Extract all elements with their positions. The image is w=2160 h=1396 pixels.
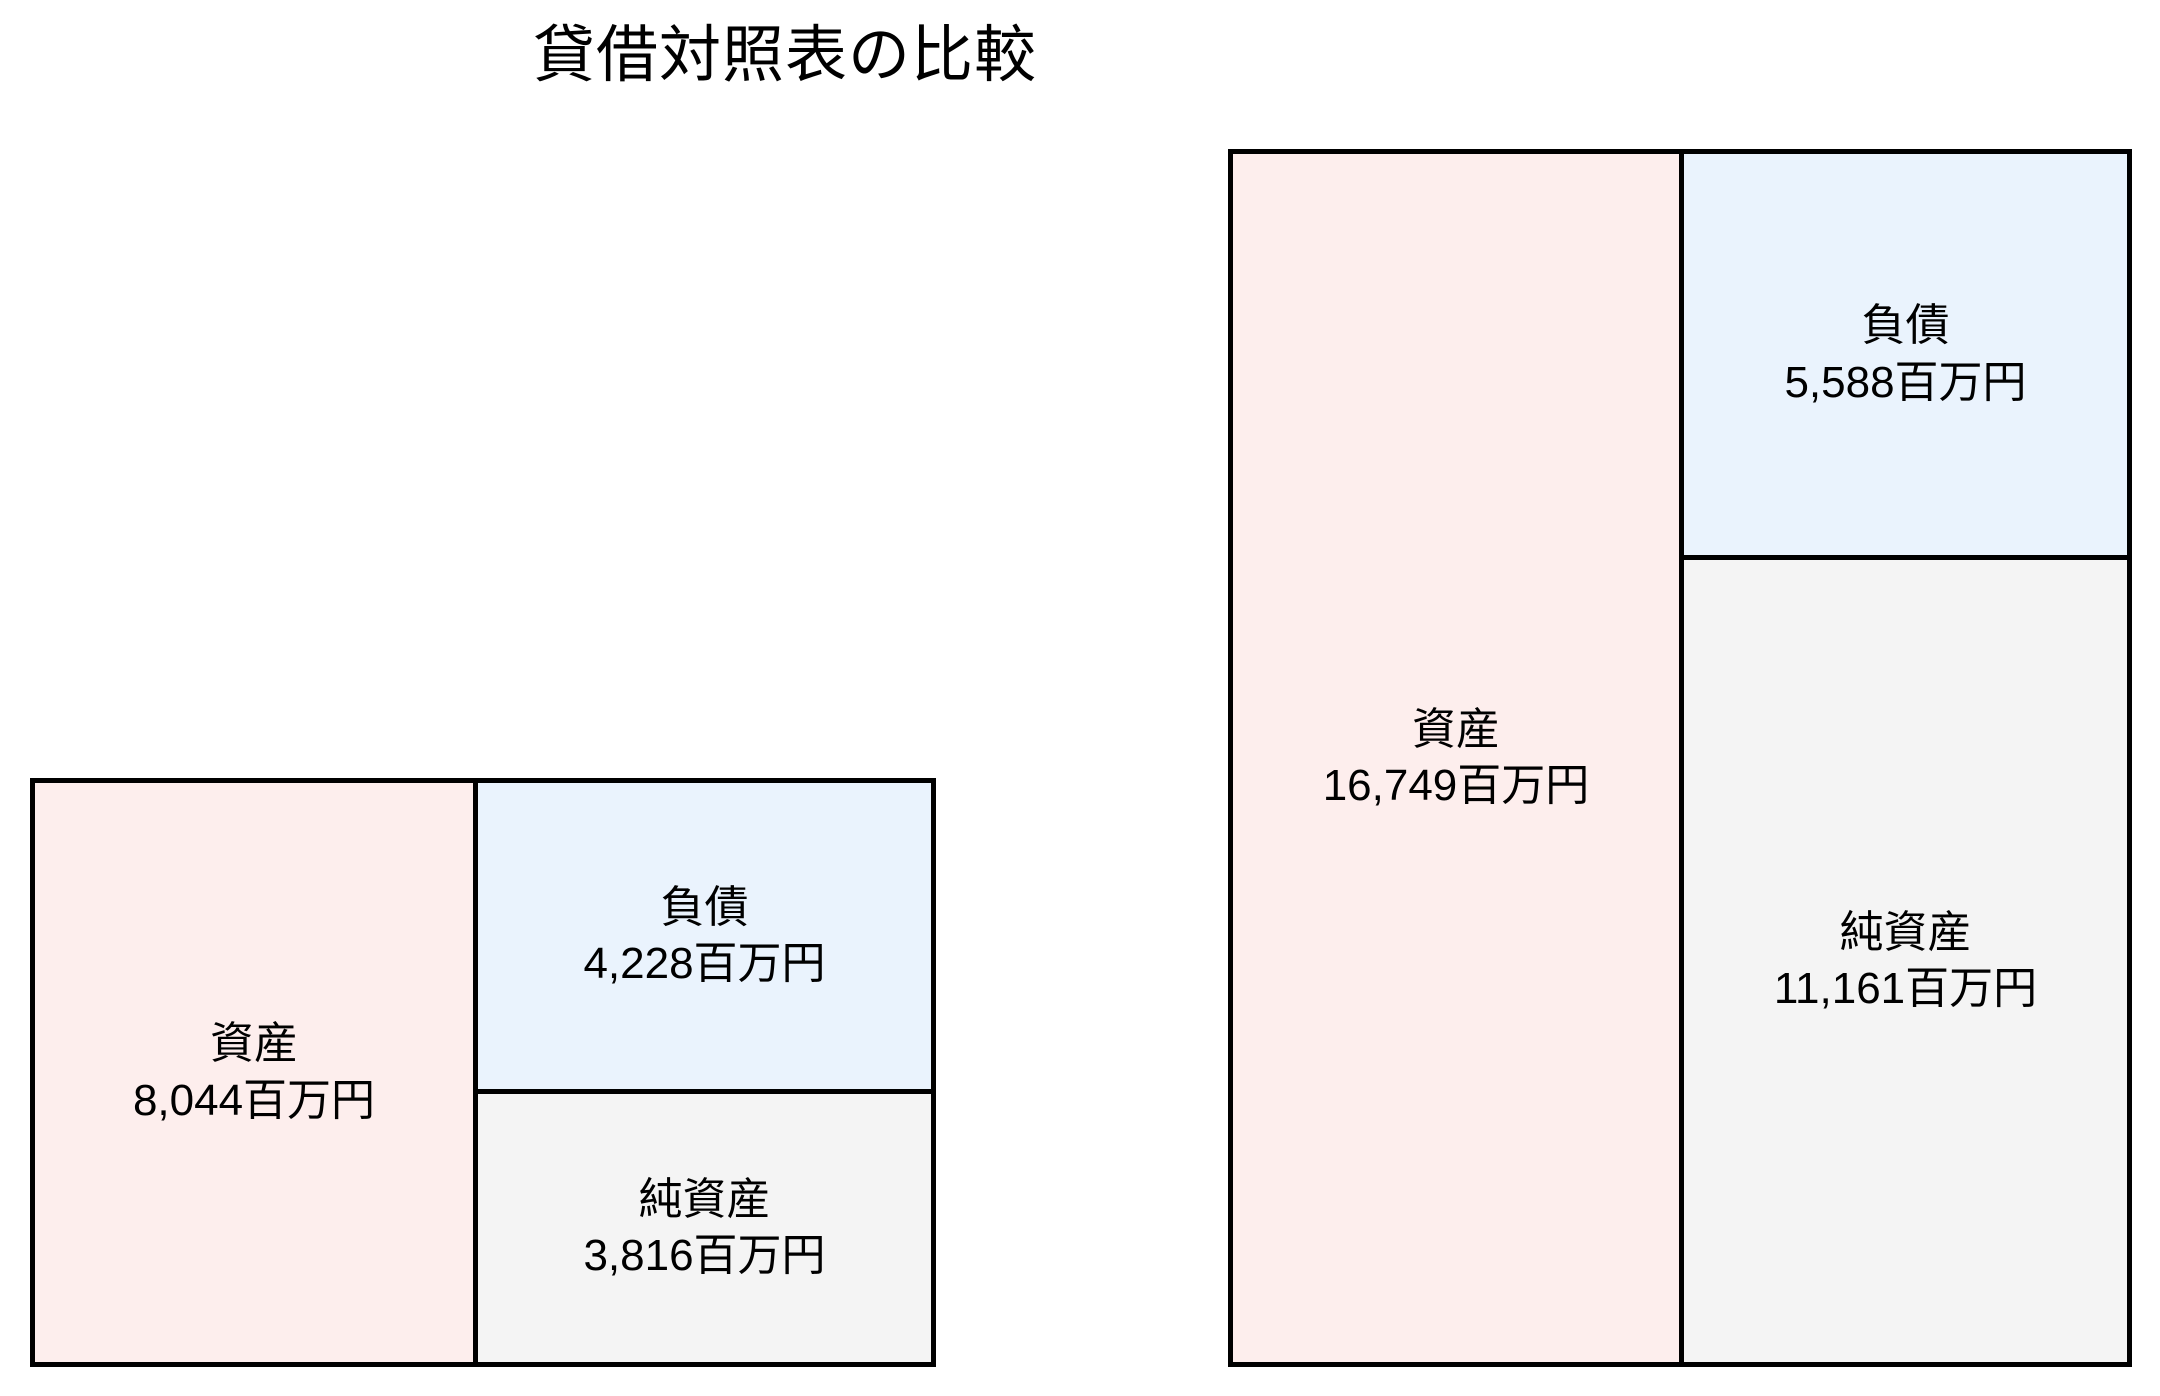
right-asset-box[interactable]: 資産 16,749百万円: [1228, 149, 1684, 1367]
right-asset-name: 資産: [1411, 704, 1500, 754]
left-networth-value: 3,816百万円: [583, 1231, 826, 1280]
right-networth-name: 純資産: [1839, 907, 1972, 957]
right-liability-box[interactable]: 負債 5,588百万円: [1679, 149, 2132, 560]
left-asset-name: 資産: [209, 1019, 298, 1069]
left-liability-value: 4,228百万円: [583, 939, 826, 988]
right-asset-value: 16,749百万円: [1322, 761, 1590, 810]
balance-sheet-left: 資産 8,044百万円 負債 4,228百万円 純資産 3,816百万円: [30, 778, 936, 1367]
left-asset-box[interactable]: 資産 8,044百万円: [30, 778, 478, 1367]
left-networth-label: 純資産 3,816百万円: [583, 1172, 825, 1285]
page-title: 貸借対照表の比較: [532, 21, 1037, 90]
left-liability-name: 負債: [660, 882, 749, 932]
right-networth-value: 11,161百万円: [1773, 964, 2038, 1013]
left-networth-box[interactable]: 純資産 3,816百万円: [473, 1089, 936, 1367]
left-networth-name: 純資産: [638, 1174, 771, 1224]
right-liability-label: 負債 5,588百万円: [1784, 298, 2026, 411]
left-asset-value: 8,044百万円: [132, 1075, 376, 1125]
right-liability-value: 5,588百万円: [1784, 357, 2027, 407]
left-liability-label: 負債 4,228百万円: [583, 880, 825, 993]
right-asset-label: 資産 16,749百万円: [1323, 702, 1590, 815]
left-asset-label: 資産 8,044百万円: [133, 1016, 375, 1129]
balance-sheet-right: 資産 16,749百万円 負債 5,588百万円 純資産 11,161百万円: [1228, 149, 2132, 1367]
right-networth-label: 純資産 11,161百万円: [1774, 905, 2037, 1018]
left-liability-box[interactable]: 負債 4,228百万円: [473, 778, 936, 1094]
right-liability-name: 負債: [1861, 301, 1950, 351]
right-networth-box[interactable]: 純資産 11,161百万円: [1679, 555, 2132, 1367]
